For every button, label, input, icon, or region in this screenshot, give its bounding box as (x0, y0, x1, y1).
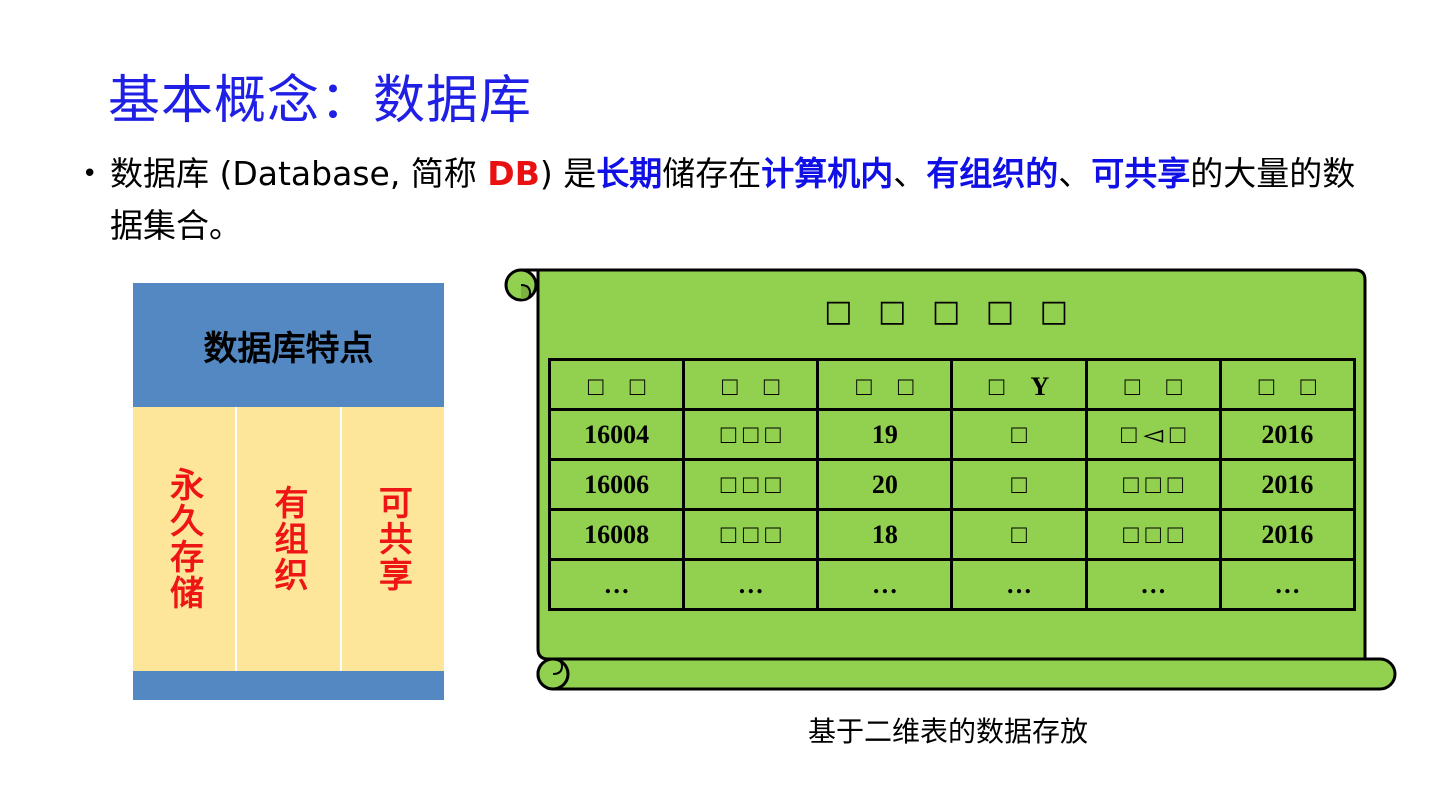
feature-column: 可共享 (342, 407, 444, 671)
table-cell: 20 (818, 460, 952, 510)
table-cell: 18 (818, 510, 952, 560)
definition-part: 数据库 (Database, 简称 (110, 154, 487, 193)
keyword-organized: 有组织的 (926, 154, 1058, 193)
keyword-in-computer: 计算机内 (761, 154, 893, 193)
bullet-dot: • (82, 148, 97, 200)
table-cell: □ ◅ □ (1086, 410, 1220, 460)
table-cell: 16006 (550, 460, 684, 510)
table-cell: 2016 (1220, 460, 1354, 510)
keyword-shareable: 可共享 (1091, 154, 1190, 193)
table-cell: □ □ □ (1086, 460, 1220, 510)
feature-shareable: 可共享 (368, 485, 417, 593)
table-cell: … (684, 560, 818, 610)
features-columns: 永久存储 有组织 可共享 (133, 407, 444, 671)
features-heading: 数据库特点 (133, 283, 444, 407)
header-cell: □ □ (1220, 360, 1354, 410)
table-cell: … (1220, 560, 1354, 610)
table-row: … … … … … … (550, 560, 1355, 610)
database-features-diagram: 数据库特点 永久存储 有组织 可共享 (133, 283, 444, 700)
header-cell: □ □ (684, 360, 818, 410)
table-cell: … (818, 560, 952, 610)
separator: 、 (893, 154, 926, 193)
table-cell: □ (952, 410, 1086, 460)
table-cell: □ □ □ (1086, 510, 1220, 560)
table-row: 16008 □ □ □ 18 □ □ □ □ 2016 (550, 510, 1355, 560)
table-cell: 2016 (1220, 510, 1354, 560)
keyword-long-term: 长期 (596, 154, 662, 193)
table-cell: □ □ □ (684, 510, 818, 560)
table-cell: … (952, 560, 1086, 610)
header-cell: □ □ (818, 360, 952, 410)
table-caption: 基于二维表的数据存放 (808, 710, 1088, 750)
separator: 、 (1058, 154, 1091, 193)
table-cell: … (1086, 560, 1220, 610)
table-header-row: □ □ □ □ □ □ □ Y □ □ □ □ (550, 360, 1355, 410)
definition-part: 储存在 (662, 154, 761, 193)
table-row: 16004 □ □ □ 19 □ □ ◅ □ 2016 (550, 410, 1355, 460)
table-title: □ □ □ □ □ (540, 294, 1360, 329)
definition-text: 数据库 (Database, 简称 DB) 是长期储存在计算机内、有组织的、可共… (110, 148, 1370, 252)
features-base (133, 671, 444, 700)
page-title: 基本概念：数据库 (108, 58, 532, 133)
table-cell: 16008 (550, 510, 684, 560)
table-cell: 16004 (550, 410, 684, 460)
table-cell: □ (952, 510, 1086, 560)
db-abbreviation: DB (487, 154, 540, 193)
feature-column: 有组织 (237, 407, 341, 671)
table-cell: □ (952, 460, 1086, 510)
header-cell: □ □ (1086, 360, 1220, 410)
header-cell: □ Y (952, 360, 1086, 410)
table-cell: □ □ □ (684, 410, 818, 460)
feature-column: 永久存储 (133, 407, 237, 671)
student-table: □ □ □ □ □ □ □ Y □ □ □ □ 16004 □ □ □ 19 □… (548, 358, 1356, 611)
feature-organized: 有组织 (264, 485, 313, 593)
table-row: 16006 □ □ □ 20 □ □ □ □ 2016 (550, 460, 1355, 510)
table-cell: □ □ □ (684, 460, 818, 510)
feature-permanent-storage: 永久存储 (160, 467, 209, 611)
table-cell: 2016 (1220, 410, 1354, 460)
table-cell: … (550, 560, 684, 610)
header-cell: □ □ (550, 360, 684, 410)
table-cell: 19 (818, 410, 952, 460)
definition-part: ) 是 (540, 154, 596, 193)
